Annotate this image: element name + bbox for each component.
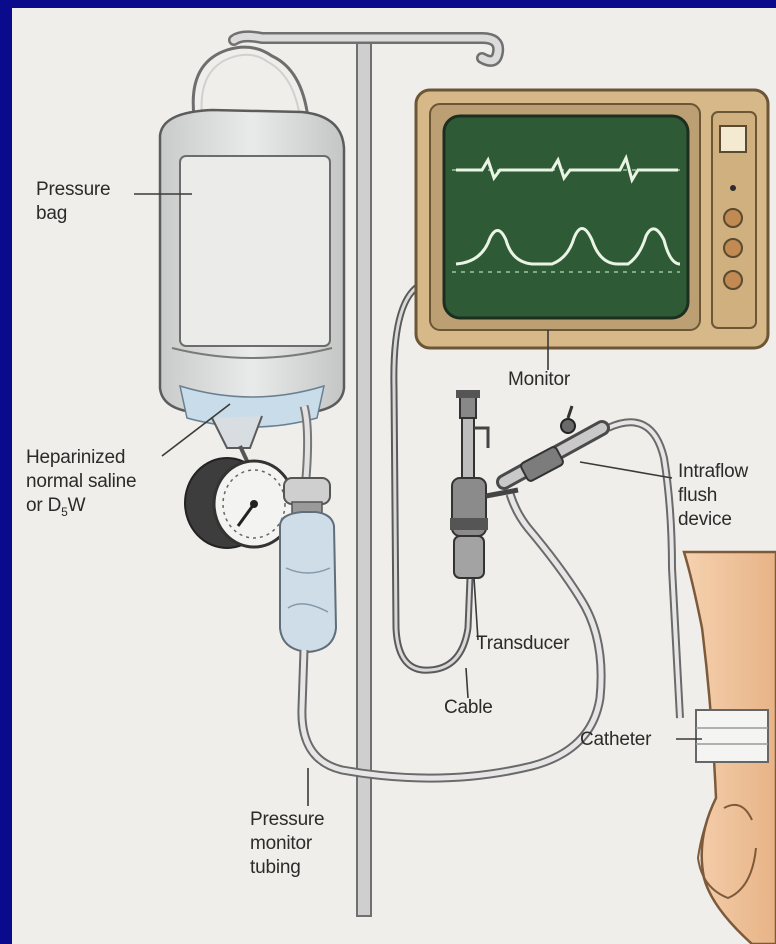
- label-intraflow-flush-device: Intraflow flush device: [678, 460, 748, 532]
- label-tubing-line3: tubing: [250, 856, 324, 880]
- label-intraflow-line1: Intraflow: [678, 460, 748, 484]
- patient-arm: [684, 552, 776, 944]
- label-tubing-line2: monitor: [250, 832, 324, 856]
- label-saline-line3: or D5W: [26, 494, 136, 524]
- label-pressure-bag-line1: Pressure: [36, 178, 110, 202]
- label-tubing-line1: Pressure: [250, 808, 324, 832]
- pressure-bag: [160, 110, 344, 448]
- pressure-gauge: [185, 446, 294, 548]
- diagram-canvas: Pressure bag Heparinized normal saline o…: [12, 8, 776, 944]
- label-catheter: Catheter: [580, 728, 651, 752]
- label-pressure-monitor-tubing: Pressure monitor tubing: [250, 808, 324, 880]
- bag-hanger: [193, 47, 308, 118]
- label-saline-suffix: W: [68, 495, 86, 516]
- label-saline-line1: Heparinized: [26, 446, 136, 470]
- label-heparinized-saline: Heparinized normal saline or D5W: [26, 446, 136, 524]
- label-cable: Cable: [444, 696, 493, 720]
- label-transducer: Transducer: [476, 632, 569, 656]
- label-intraflow-line2: flush: [678, 484, 748, 508]
- label-intraflow-line3: device: [678, 508, 748, 532]
- drip-bag: [280, 512, 336, 652]
- label-pressure-bag: Pressure bag: [36, 178, 110, 226]
- label-saline-prefix: or D: [26, 495, 61, 516]
- label-pressure-bag-line2: bag: [36, 202, 110, 226]
- label-saline-line2: normal saline: [26, 470, 136, 494]
- bedside-monitor: [416, 90, 768, 348]
- intraflow-flush-device: [504, 406, 602, 482]
- label-monitor: Monitor: [508, 368, 570, 392]
